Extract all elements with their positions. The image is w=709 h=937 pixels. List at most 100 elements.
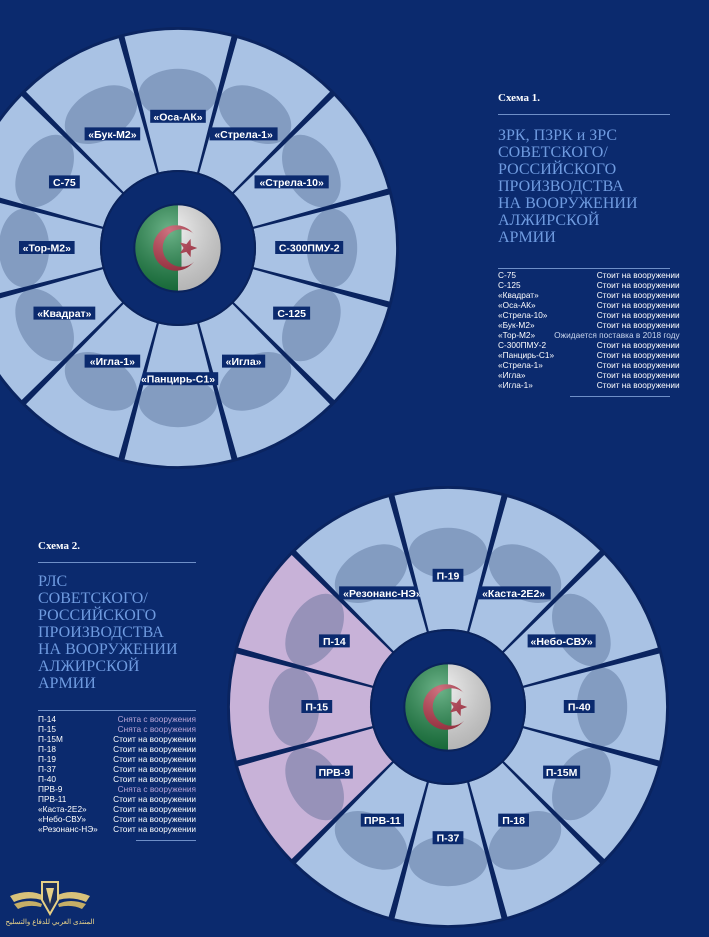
- system-name: «Каста-2Е2»: [38, 804, 87, 814]
- sector-label: «Игла-1»: [90, 356, 135, 368]
- sector-label-bg: [209, 127, 278, 141]
- schema2-title-line: АЛЖИРСКОЙ: [38, 658, 140, 675]
- sector-label: П-15М: [546, 767, 578, 779]
- schema2-title-line: РОССИЙСКОГО: [38, 607, 157, 624]
- system-name: П-40: [38, 774, 56, 784]
- sector-schema1: «Тор-М2»: [0, 202, 103, 294]
- schema1-title-line: АЛЖИРСКОЙ: [498, 212, 600, 229]
- system-status: Стоит на вооружении: [113, 824, 196, 834]
- vehicle-silhouette: [285, 593, 344, 667]
- sector-label-bg: [48, 175, 80, 189]
- system-name: «Стрела-10»: [498, 310, 548, 320]
- sector-photo-area: [26, 303, 157, 458]
- sector-label: П-40: [568, 702, 591, 714]
- schema1-title-line: ЗРК, ПЗРК и ЗРС: [498, 127, 618, 144]
- sector-label-bg: [432, 831, 464, 845]
- sector-label-bg: [360, 813, 404, 827]
- vehicle-silhouette: [408, 835, 488, 887]
- system-name: «Игла»: [498, 370, 526, 380]
- sector-label-bg: [476, 586, 551, 600]
- sector-label: П-15: [305, 702, 328, 714]
- sector-label-bg: [137, 372, 219, 386]
- sector-photo-area: [503, 728, 658, 859]
- system-name: «Стрела-1»: [498, 360, 543, 370]
- sector-schema2: П-19: [394, 489, 502, 632]
- sector-schema2: П-14: [238, 555, 393, 686]
- sector-schema2: П-37: [394, 782, 502, 925]
- system-status: Стоит на вооружении: [596, 310, 680, 320]
- sector-photo-area: [124, 30, 232, 173]
- system-status: Стоит на вооружении: [113, 814, 196, 824]
- system-name: «Оса-АК»: [498, 300, 536, 310]
- schema2-table-top-rule: [38, 710, 196, 711]
- schema1-title-line: НА ВООРУЖЕНИИ: [498, 195, 638, 212]
- sector-photo-area: [469, 762, 600, 917]
- system-status: Снята с вооружения: [117, 724, 196, 734]
- system-name: «Игла-1»: [498, 380, 533, 390]
- sector-label-bg: [318, 634, 350, 648]
- sector-label: «Стрела-1»: [214, 129, 273, 141]
- sector-photo-area: [124, 323, 232, 466]
- system-name: С-300ПМУ-2: [498, 340, 547, 350]
- sector-schema1: С-125: [233, 269, 388, 400]
- system-status: Стоит на вооружении: [596, 300, 680, 310]
- sector-schema1: «Стрела-1»: [199, 38, 330, 193]
- sector-schema1: «Квадрат»: [0, 269, 123, 400]
- watermark-text: المنتدى العربي للدفاع والتسليح: [5, 919, 95, 926]
- sector-label: «Каста-2Е2»: [482, 588, 545, 600]
- sector-label: П-37: [437, 833, 460, 845]
- system-status: Снята с вооружения: [117, 784, 196, 794]
- sector-label-bg: [527, 634, 596, 648]
- sector-schema2: П-18: [469, 762, 600, 917]
- sector-label: «Резонанс-НЭ»: [343, 588, 422, 600]
- sector-label-bg: [84, 354, 141, 368]
- sector-photo-area: [394, 782, 502, 925]
- sector-photo-area: [469, 497, 600, 652]
- sector-schema2: «Резонанс-НЭ»: [296, 497, 427, 652]
- sector-schema2: П-15М: [503, 728, 658, 859]
- system-status: Снята с вооружения: [117, 714, 196, 724]
- sector-label: «Игла»: [226, 356, 262, 368]
- sector-label: С-75: [53, 177, 76, 189]
- sector-label: «Тор-М2»: [23, 243, 72, 255]
- sector-schema1: С-300ПМУ-2: [253, 194, 396, 302]
- system-name: «Резонанс-НЭ»: [38, 824, 98, 834]
- sector-schema1: «Панцирь-С1»: [124, 323, 232, 466]
- system-name: П-14: [38, 714, 56, 724]
- sector-label: С-125: [277, 308, 306, 320]
- sector-label: ПРВ-9: [319, 767, 351, 779]
- sector-photo-area: [238, 555, 393, 686]
- sector-schema1: «Стрела-10»: [233, 96, 388, 227]
- table-row: «Бук-М2»Стоит на вооружении: [498, 320, 680, 330]
- system-status: Стоит на вооружении: [596, 350, 680, 360]
- table-row: «Тор-М2»Ожидается поставка в 2018 году: [498, 330, 680, 340]
- schema2-title-line: АРМИИ: [38, 675, 96, 692]
- sector-label-bg: [563, 700, 595, 713]
- vehicle-silhouette: [15, 134, 74, 208]
- vehicle-silhouette: [282, 134, 341, 208]
- system-status: Стоит на вооружении: [596, 280, 680, 290]
- schema2-title-line: НА ВООРУЖЕНИИ: [38, 641, 178, 658]
- sector-schema1: «Оса-АК»: [124, 30, 232, 173]
- schema1-table-bottom-rule: [570, 396, 670, 397]
- system-status: Стоит на вооружении: [596, 340, 680, 350]
- table-row: «Каста-2Е2»Стоит на вооружении: [38, 804, 196, 814]
- table-row: «Резонанс-НЭ» Стоит на вооружении: [38, 824, 196, 834]
- system-name: П-19: [38, 754, 56, 764]
- schema2-rule: [38, 562, 196, 563]
- sector-photo-area: [199, 38, 330, 193]
- sector-label: «Бук-М2»: [88, 129, 136, 141]
- table-row: «Стрела-1»Стоит на вооружении: [498, 360, 680, 370]
